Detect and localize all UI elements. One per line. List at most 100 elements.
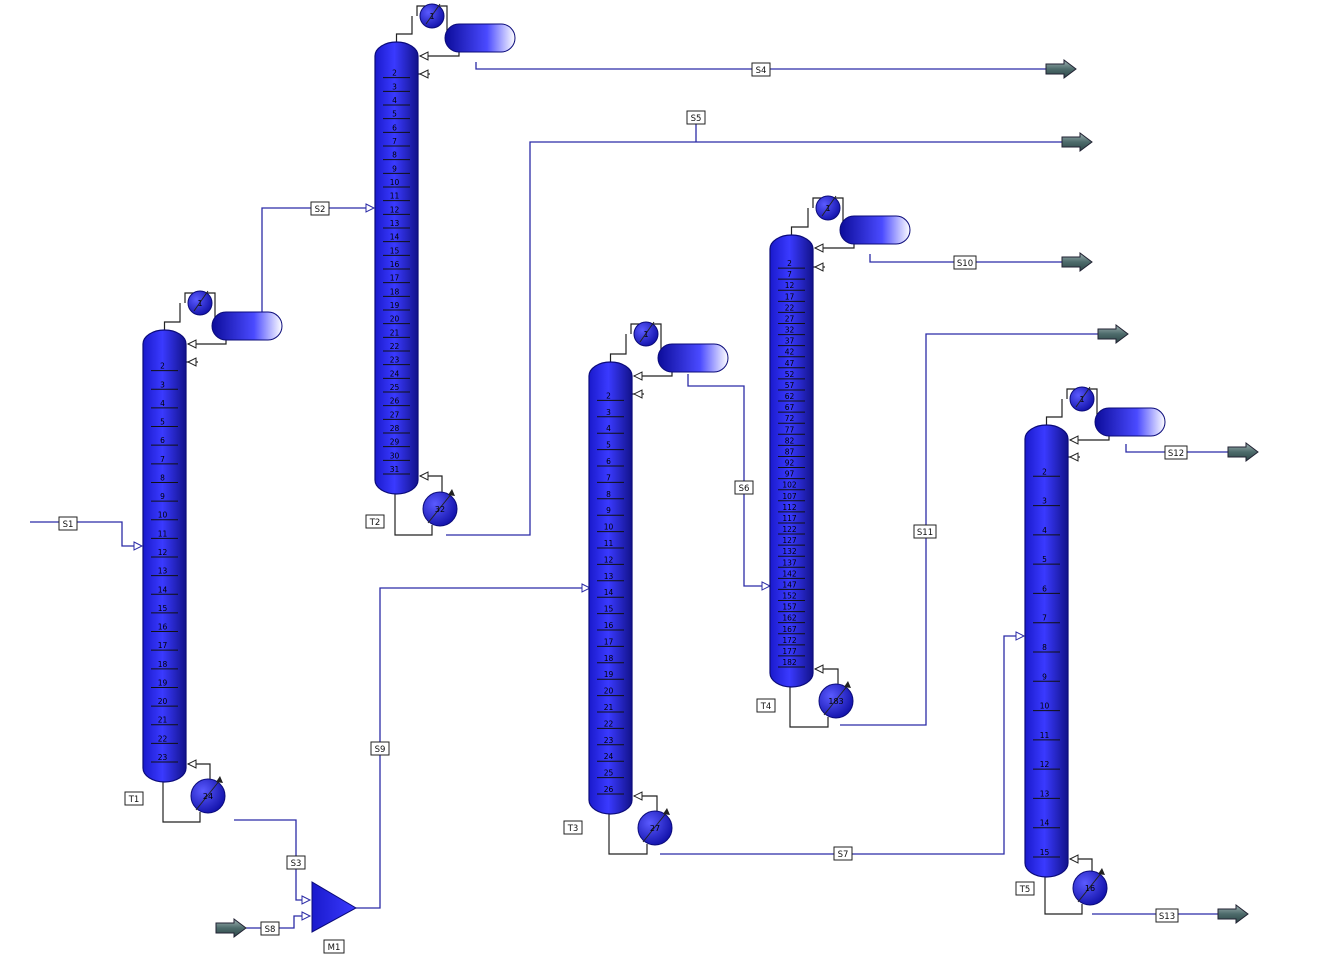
- column-t2[interactable]: 2345678910111213141516171819202122232425…: [365, 3, 516, 536]
- stream-label-s8[interactable]: S8: [260, 921, 280, 936]
- svg-text:24: 24: [203, 792, 213, 801]
- s4-outlet-arrow: [1045, 59, 1077, 79]
- tray-label: 3: [606, 408, 611, 417]
- svg-text:1: 1: [429, 12, 434, 21]
- tray-label: 92: [785, 459, 795, 468]
- tray-label: 7: [1042, 614, 1047, 623]
- condenser-icon[interactable]: 1: [633, 321, 659, 347]
- column-label: T3: [563, 820, 583, 835]
- condenser-icon[interactable]: 1: [187, 290, 213, 316]
- column-t4[interactable]: 2712172227323742475257626772778287929710…: [756, 195, 911, 728]
- reflux-drum-icon[interactable]: [839, 215, 911, 245]
- tray-label: 15: [1040, 848, 1050, 857]
- svg-text:183: 183: [828, 697, 843, 706]
- reboiler-icon[interactable]: 183: [818, 681, 854, 719]
- reflux-drum-icon[interactable]: [444, 23, 516, 53]
- svg-text:27: 27: [650, 824, 660, 833]
- svg-text:S5: S5: [691, 114, 702, 124]
- column-t3[interactable]: 2345678910111213141516171819202122232425…: [563, 321, 729, 855]
- tray-label: 4: [392, 96, 397, 105]
- stream-label-s13[interactable]: S13: [1155, 908, 1179, 923]
- stream-label-s2[interactable]: S2: [310, 201, 330, 216]
- s10-outlet-arrow: [1061, 252, 1093, 272]
- svg-text:S3: S3: [291, 859, 302, 869]
- tray-label: 13: [158, 567, 168, 576]
- condenser-icon[interactable]: 1: [1069, 386, 1095, 412]
- tray-label: 25: [390, 383, 400, 392]
- stream-arrows: [215, 59, 1259, 938]
- tray-label: 7: [392, 137, 397, 146]
- tray-label: 32: [785, 326, 795, 335]
- tray-label: 16: [158, 623, 168, 632]
- condenser-icon[interactable]: 1: [815, 195, 841, 221]
- tray-label: 19: [390, 301, 400, 310]
- tray-label: 9: [606, 506, 611, 515]
- mixer-m1-label: M1: [323, 939, 345, 954]
- tray-label: 19: [604, 670, 614, 679]
- tray-label: 77: [785, 425, 795, 434]
- stream-label-s6[interactable]: S6: [734, 480, 754, 495]
- tray-label: 30: [390, 451, 400, 460]
- tray-label: 172: [782, 636, 797, 645]
- tray-label: 10: [604, 523, 614, 532]
- tray-label: 8: [1042, 643, 1047, 652]
- tray-label: 12: [785, 281, 795, 290]
- column-t1[interactable]: 234567891011121314151617181920212223124T…: [124, 290, 283, 823]
- tray-label: 127: [782, 536, 797, 545]
- stream-label-s9[interactable]: S9: [370, 741, 390, 756]
- tray-label: 67: [785, 403, 795, 412]
- svg-text:S7: S7: [838, 850, 849, 860]
- column-shell: [374, 41, 419, 495]
- reflux-drum-icon[interactable]: [211, 311, 283, 341]
- svg-text:S1: S1: [63, 520, 74, 530]
- stream-label-s7[interactable]: S7: [833, 846, 853, 861]
- stream-label-s1[interactable]: S1: [58, 516, 78, 531]
- tray-label: 2: [392, 69, 397, 78]
- tray-label: 52: [785, 370, 795, 379]
- tray-label: 24: [390, 369, 400, 378]
- tray-label: 62: [785, 392, 795, 401]
- tray-label: 8: [160, 473, 165, 482]
- tray-label: 29: [390, 438, 400, 447]
- tray-label: 82: [785, 436, 795, 445]
- tray-label: 13: [604, 572, 614, 581]
- reboiler-icon[interactable]: 32: [422, 489, 458, 527]
- reflux-drum-icon[interactable]: [1094, 407, 1166, 437]
- svg-text:T3: T3: [567, 824, 579, 834]
- tray-label: 177: [782, 647, 797, 656]
- reflux-drum-icon[interactable]: [657, 343, 729, 373]
- svg-text:32: 32: [435, 505, 445, 514]
- svg-text:S11: S11: [917, 528, 933, 538]
- tray-label: 2: [160, 362, 165, 371]
- tray-label: 24: [604, 752, 614, 761]
- stream-label-s5[interactable]: S5: [686, 110, 706, 125]
- tray-label: 6: [392, 123, 397, 132]
- tray-label: 5: [392, 110, 397, 119]
- tray-label: 27: [785, 314, 795, 323]
- tray-label: 3: [392, 82, 397, 91]
- tray-label: 8: [606, 490, 611, 499]
- reboiler-icon[interactable]: 16: [1072, 868, 1108, 906]
- stream-label-s10[interactable]: S10: [953, 255, 977, 270]
- tray-label: 7: [606, 473, 611, 482]
- column-shell: [588, 361, 633, 815]
- tray-label: 14: [158, 585, 168, 594]
- stream-label-s3[interactable]: S3: [286, 855, 306, 870]
- reboiler-icon[interactable]: 27: [637, 808, 673, 846]
- column-label: T1: [124, 791, 144, 806]
- condenser-icon[interactable]: 1: [419, 3, 445, 29]
- tray-label: 18: [604, 654, 614, 663]
- tray-label: 9: [392, 164, 397, 173]
- reboiler-icon[interactable]: 24: [190, 776, 226, 814]
- tray-label: 11: [604, 539, 614, 548]
- tray-label: 13: [1040, 789, 1050, 798]
- stream-label-s4[interactable]: S4: [751, 62, 771, 77]
- stream-label-s11[interactable]: S11: [913, 524, 937, 539]
- tray-label: 11: [390, 192, 400, 201]
- tray-label: 15: [158, 604, 168, 613]
- mixer-m1[interactable]: [311, 881, 358, 933]
- tray-label: 8: [392, 151, 397, 160]
- stream-label-s12[interactable]: S12: [1164, 445, 1188, 460]
